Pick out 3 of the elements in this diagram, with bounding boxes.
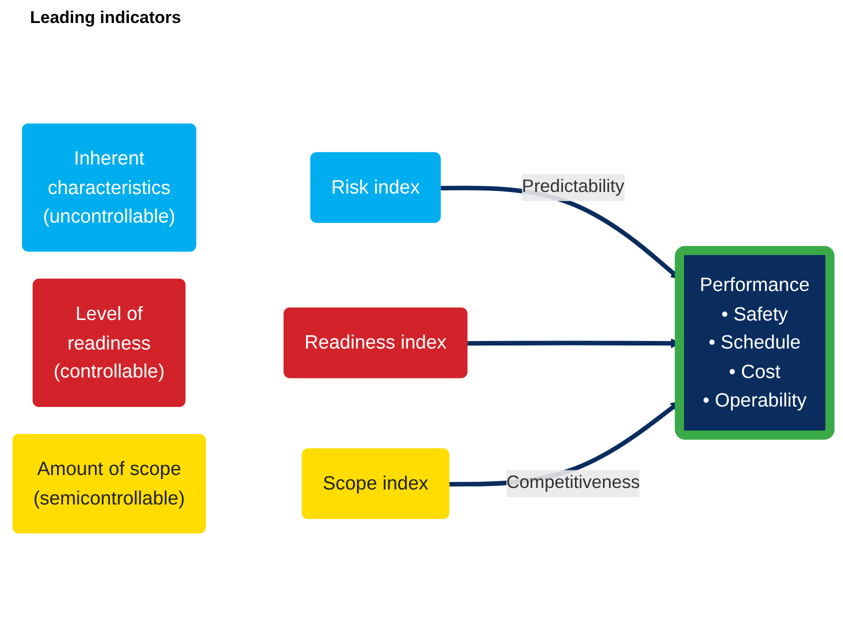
edge-label: Predictability [522, 176, 624, 196]
edge-label: Competitiveness [506, 473, 640, 492]
diagram-title: Leading indicators [30, 8, 182, 28]
